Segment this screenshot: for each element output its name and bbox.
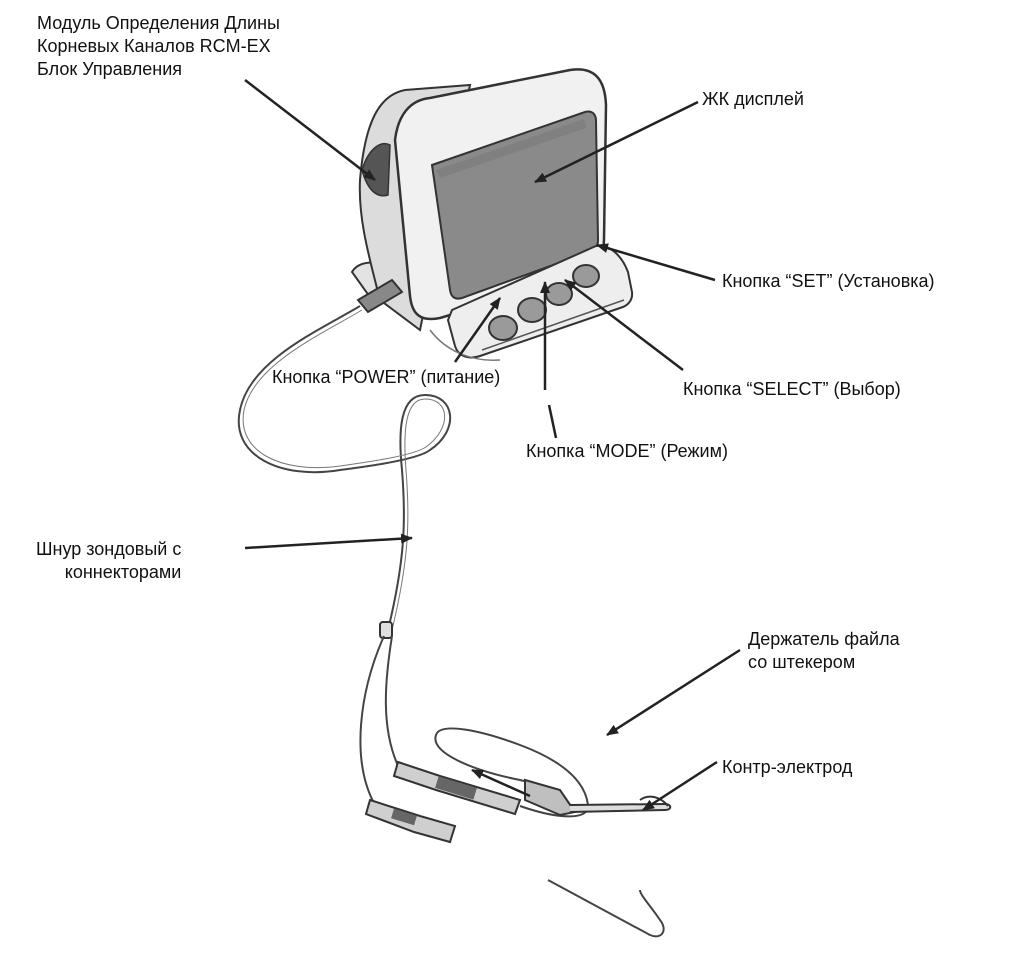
leader-set: [596, 243, 716, 282]
cord-branch-2: [359, 635, 385, 806]
file-holder-body: [524, 778, 577, 817]
leader-power: [453, 297, 502, 363]
select-button-shape: [545, 282, 573, 306]
label-counter-electrode: Контр-электрод: [722, 757, 853, 777]
control-unit: [350, 68, 634, 361]
leader-control-unit: [244, 79, 376, 181]
file-holder-tip: [569, 802, 672, 813]
label-power-button: Кнопка “POWER” (питание): [272, 367, 501, 387]
leader-probe-cord: [244, 533, 413, 550]
label-set-button: Кнопка “SET” (Установка): [722, 271, 935, 291]
cord-main: [237, 305, 452, 631]
leader-counter-electrode: [642, 760, 718, 812]
label-lcd: ЖК дисплей: [702, 89, 804, 109]
mode-button-shape: [517, 297, 547, 323]
cord-plug: [356, 278, 404, 314]
file-holder-assembly: [434, 727, 672, 818]
label-select-button: Кнопка “SELECT” (Выбор): [683, 379, 901, 399]
probe-cord: [237, 278, 452, 806]
leader-select: [564, 279, 684, 371]
label-control-unit: Модуль Определения Длины Корневых Канало…: [37, 13, 280, 79]
file-holder-wire: [434, 727, 590, 818]
leader-lines: [244, 79, 741, 812]
label-probe-cord: Шнур зондовый с коннекторами: [36, 539, 182, 582]
cord-branch-1: [384, 635, 401, 771]
leader-mode-tick: [547, 404, 558, 439]
device-vent: [361, 143, 391, 197]
insert-arrow: [471, 768, 531, 798]
leader-file-holder: [606, 648, 741, 737]
leader-lcd: [534, 100, 699, 184]
connectors: [364, 760, 522, 844]
set-button-shape: [572, 264, 600, 288]
power-button-shape: [488, 315, 518, 341]
label-file-holder: Держатель файла со штекером: [748, 629, 900, 672]
label-mode-button: Кнопка “MODE” (Режим): [526, 441, 728, 461]
cord-junction: [379, 621, 393, 639]
counter-electrode-hook: [547, 879, 665, 938]
